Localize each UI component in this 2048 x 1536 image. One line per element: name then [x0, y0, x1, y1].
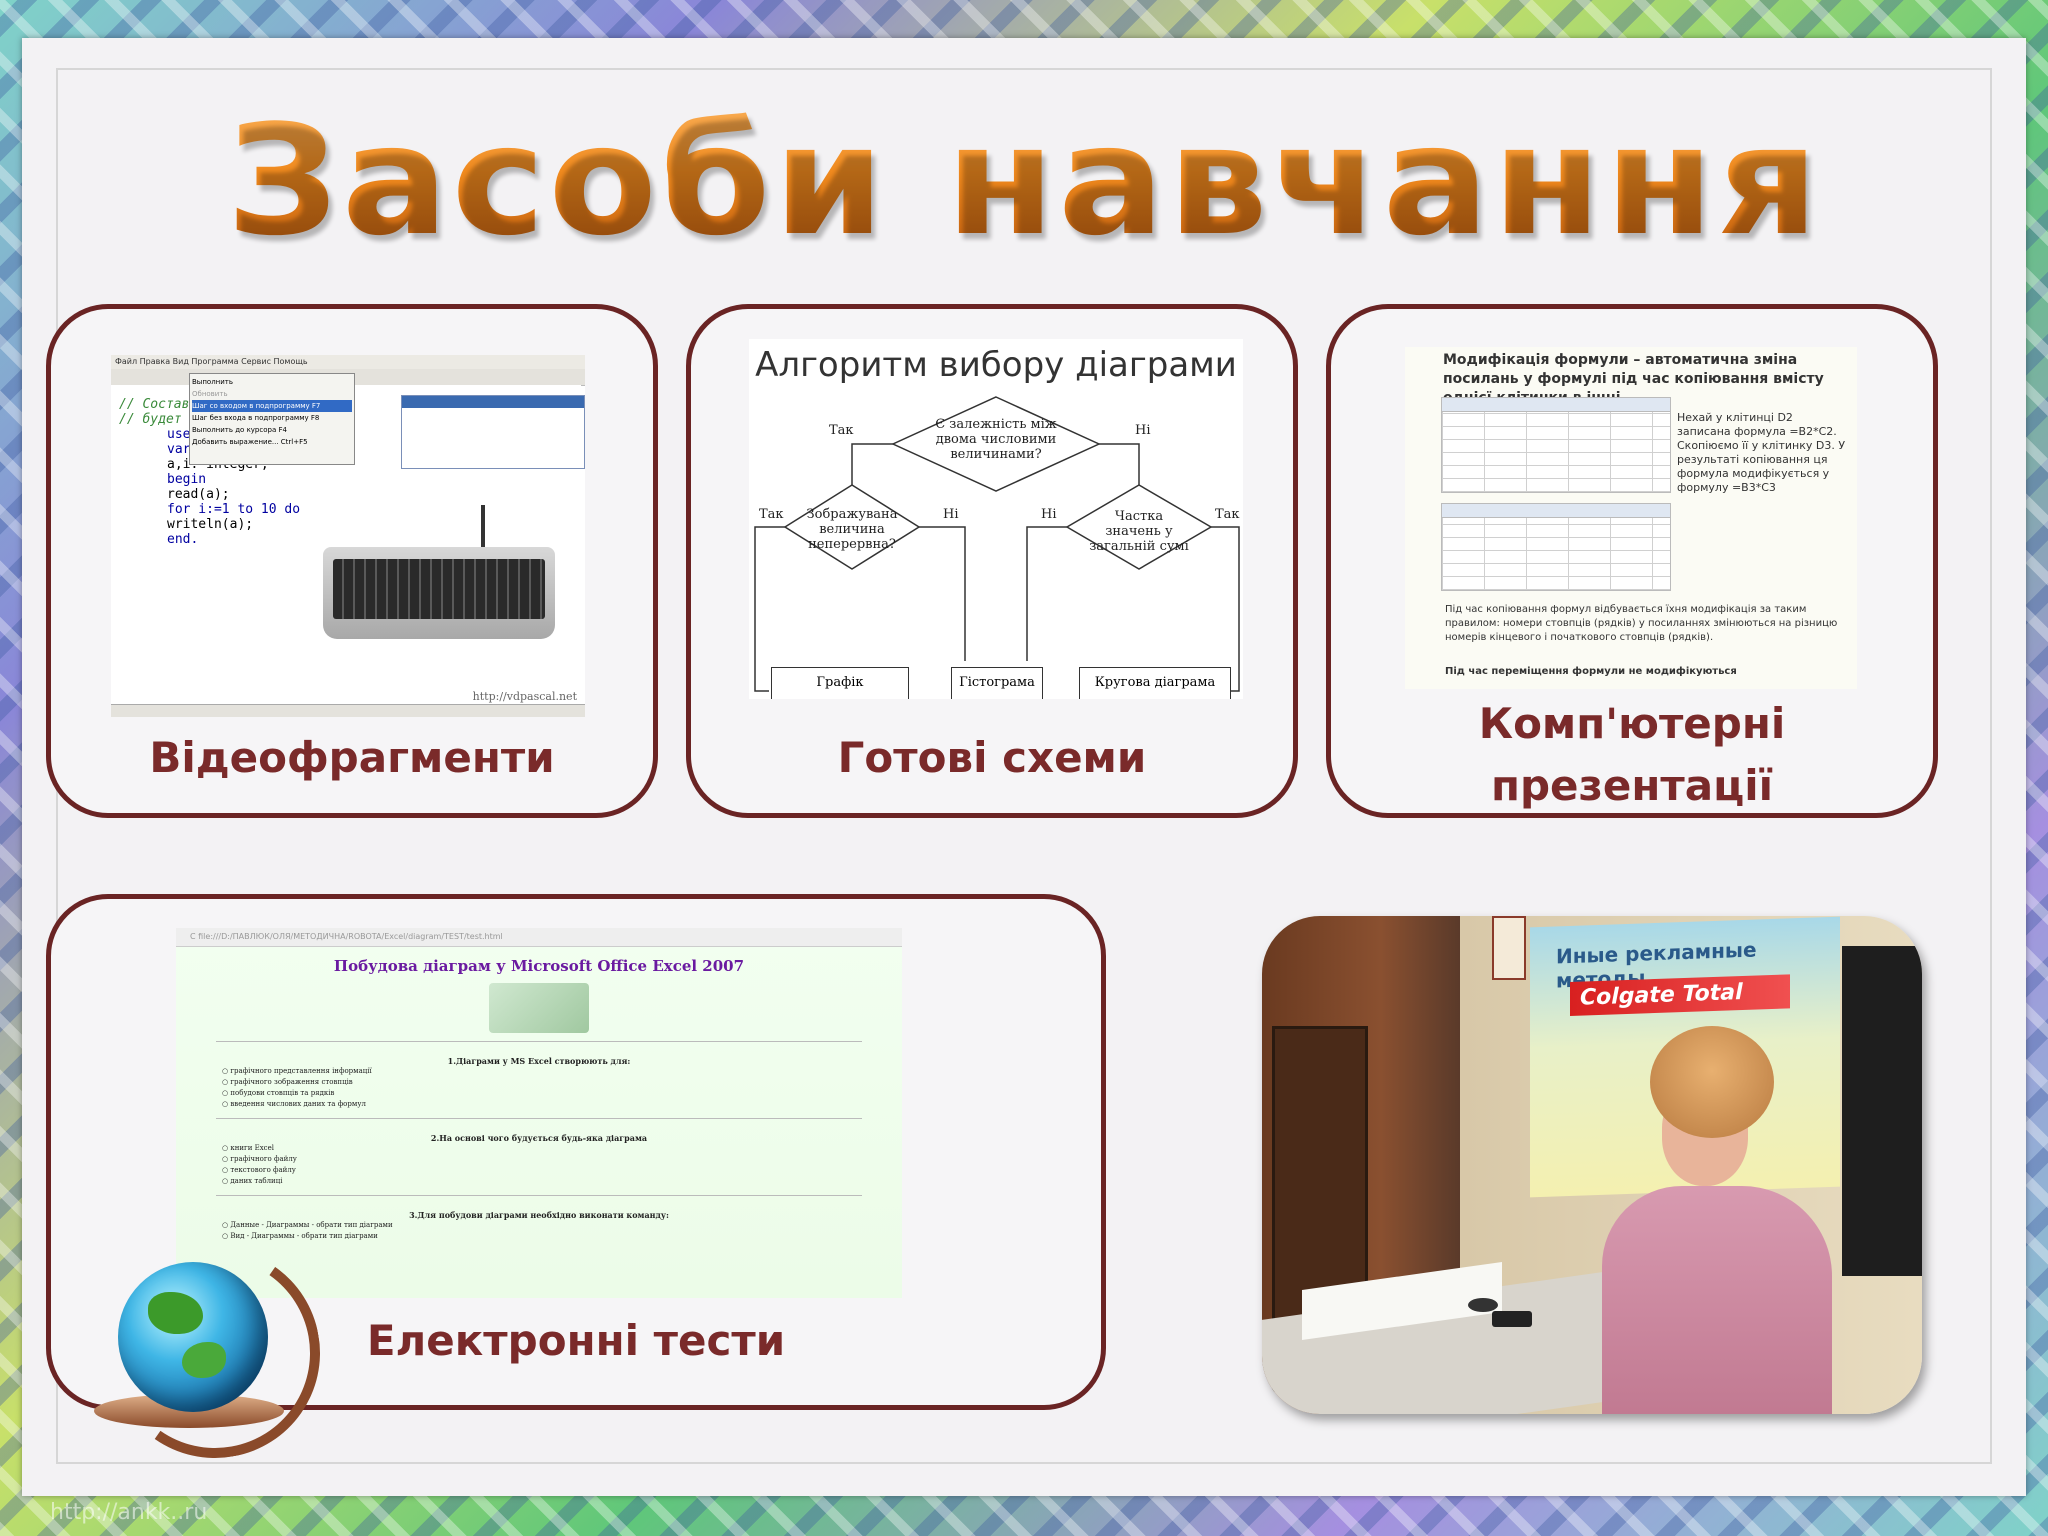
classroom-photo: Иные рекламные методы Colgate Total: [1262, 916, 1922, 1414]
test-title: Побудова діаграм у Microsoft Office Exce…: [333, 957, 745, 975]
question: 3.Для побудови діаграми необхідно викона…: [409, 1210, 669, 1220]
answer-option[interactable]: ○ графічного файлу: [222, 1155, 297, 1163]
caption-line: Комп'ютерні: [1478, 699, 1786, 748]
excel-table-bottom: [1441, 517, 1671, 591]
menu-item: Выполнить: [192, 378, 233, 386]
teacher-figure: [1602, 1186, 1832, 1414]
label-no: Ні: [1041, 507, 1057, 522]
flowchart-image: Алгоритм вибору діаграми Є залежність мі…: [749, 339, 1243, 699]
code-line: var: [167, 442, 191, 457]
projected-brand: Colgate Total: [1570, 974, 1790, 1017]
output-pie-chart: Кругова діаграма: [1079, 667, 1231, 699]
excel-formula-bar: [1441, 503, 1671, 518]
menu-item: Шаг без входа в подпрограмму F8: [192, 414, 320, 422]
code-line: read(a);: [167, 487, 230, 502]
panel-ready-schemes: Алгоритм вибору діаграми Є залежність мі…: [686, 304, 1298, 818]
label-no: Ні: [943, 507, 959, 522]
answer-option[interactable]: ○ графічного представлення інформації: [222, 1067, 372, 1075]
answer-option[interactable]: ○ побудови стовпців та рядків: [222, 1089, 335, 1097]
panel-computer-presentations: Модифікація формули – автоматична зміна …: [1326, 304, 1938, 818]
answer-option[interactable]: ○ книги Excel: [222, 1144, 274, 1152]
code-line: for i:=1 to 10 do: [167, 502, 301, 517]
decision-left-text: Зображувана величина неперервна?: [806, 507, 898, 552]
code-line: // Состав: [119, 397, 190, 412]
teacher-hair: [1650, 1026, 1774, 1138]
editor-run-menu: Выполнить Обновить Шаг со входом в подпр…: [189, 373, 355, 465]
output-histogram: Гістограма: [951, 667, 1043, 699]
menu-item: Добавить выражение... Ctrl+F5: [192, 438, 308, 446]
label-yes: Так: [1215, 507, 1240, 522]
menu-item: Шаг со входом в подпрограмму F7: [192, 400, 352, 412]
photo-mouse: [1468, 1298, 1498, 1312]
panel-caption: Відеофрагменти: [149, 733, 555, 782]
output-graph: Графік: [771, 667, 909, 699]
editor-menu-bar: Файл Правка Вид Программа Сервис Помощь: [111, 355, 585, 369]
code-line: writeln(a);: [167, 517, 254, 532]
answer-option[interactable]: ○ текстового файлу: [222, 1166, 296, 1174]
copy-rule: Під час копіювання формул відбувається ї…: [1445, 604, 1838, 643]
code-line: end.: [167, 532, 199, 547]
panel-caption: Готові схеми: [837, 733, 1147, 782]
answer-option[interactable]: ○ Данные - Диаграммы - обрати тип діагра…: [222, 1221, 393, 1229]
presentation-slide-image: Модифікація формули – автоматична зміна …: [1405, 347, 1857, 689]
watch-window: [401, 395, 585, 469]
code-editor-screenshot: Файл Правка Вид Программа Сервис Помощь …: [111, 355, 585, 717]
answer-option[interactable]: ○ графічного зображення стовпців: [222, 1078, 353, 1086]
panel-caption: Комп'ютерні презентації: [1331, 693, 1933, 817]
decision-main-text: Є залежність між двома числовими величин…: [935, 417, 1057, 462]
globe-icon: [118, 1262, 268, 1412]
caption-line: презентації: [1490, 761, 1774, 810]
menu-item: Выполнить до курсора F4: [192, 426, 287, 434]
source-url: http://ankk..ru: [50, 1500, 208, 1525]
answer-option[interactable]: ○ Вид - Диаграммы - обрати тип діаграми: [222, 1232, 378, 1240]
slide-title: Засоби навчання: [0, 92, 2048, 269]
question: 2.На основі чого будується будь-яка діаг…: [430, 1133, 648, 1143]
test-page-screenshot: C file:///D:/ПАВЛЮК/ОЛЯ/МЕТОДИЧНА/ROBOTA…: [176, 928, 902, 1298]
label-no: Ні: [1135, 423, 1151, 438]
menu-item: Обновить: [192, 390, 228, 398]
flowchart-title: Алгоритм вибору діаграми: [755, 345, 1237, 385]
answer-option[interactable]: ○ даних таблиці: [222, 1177, 283, 1185]
excel-logo-icon: [489, 983, 589, 1033]
photo-phone: [1492, 1311, 1532, 1327]
side-note: Нехай у клітинці D2 записана формула =B2…: [1677, 411, 1846, 494]
flowchart-lines: [754, 396, 1240, 692]
keyboard-cable: [481, 505, 485, 549]
code-line: begin: [167, 472, 207, 487]
excel-formula-bar: [1441, 397, 1671, 412]
code-line: use: [167, 427, 191, 442]
editor-status-bar: [111, 704, 585, 717]
excel-table-top: [1441, 411, 1671, 493]
code-line: // будет: [119, 412, 182, 427]
photo-blackboard: [1842, 946, 1922, 1276]
panel-video-fragments: Файл Правка Вид Программа Сервис Помощь …: [46, 304, 658, 818]
move-note: Під час переміщення формули не модифікую…: [1445, 666, 1737, 677]
decision-right-text: Частка значень у загальній сумі: [1089, 509, 1189, 554]
label-yes: Так: [829, 423, 854, 438]
screenshot-watermark: http://vdpascal.net: [472, 690, 577, 703]
answer-option[interactable]: ○ введення числових даних та формул: [222, 1100, 366, 1108]
browser-address-bar: C file:///D:/ПАВЛЮК/ОЛЯ/МЕТОДИЧНА/ROBOTA…: [176, 928, 902, 947]
question: 1.Діаграми у MS Excel створюють для:: [447, 1056, 631, 1066]
panel-caption: Електронні тести: [366, 1316, 786, 1365]
keyboard-image: [323, 547, 555, 639]
photo-poster: [1492, 916, 1526, 980]
label-yes: Так: [759, 507, 784, 522]
